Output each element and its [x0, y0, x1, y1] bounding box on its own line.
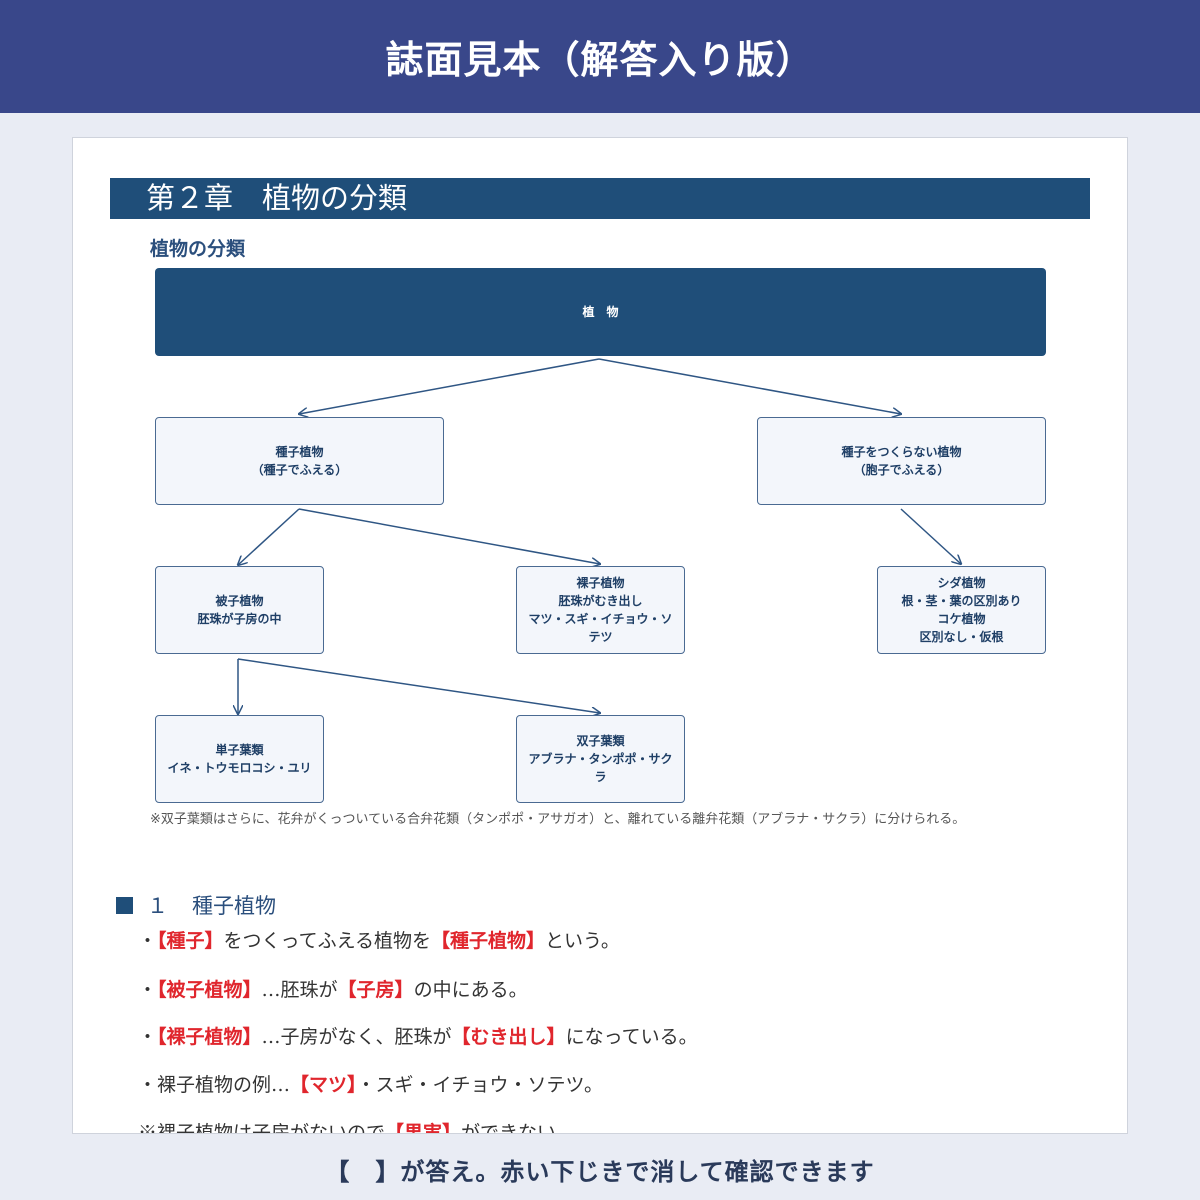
subsection-heading: １ 種子植物 — [116, 890, 276, 920]
diagram-note: ※双子葉類はさらに、花弁がくっついている合弁花類（タンポポ・アサガオ）と、離れて… — [150, 812, 966, 827]
node-angiosperms: 被子植物 胚珠が子房の中 — [155, 566, 324, 654]
answer-text: 【子房】 — [337, 979, 414, 1001]
arrow-angio-dicot — [237, 658, 600, 713]
bullet-line: ※裸子植物は子房がないので【果実】ができない。 — [138, 1118, 576, 1134]
answer-text: 【裸子植物】 — [157, 1026, 262, 1048]
node-monocots: 単子葉類 イネ・トウモロコシ・ユリ — [155, 715, 324, 803]
node-plants: 植 物 — [155, 268, 1046, 356]
banner-title: 誌面見本（解答入り版） — [385, 38, 815, 82]
arrow-root-seed — [299, 358, 600, 414]
subsection-title: 種子植物 — [192, 894, 276, 918]
answer-text: 【果実】 — [385, 1122, 462, 1134]
sample-page: 第２章 植物の分類 植物の分類 植 物 種子植物 （種子でふえる） 種子をつくら… — [72, 137, 1128, 1134]
bullet-text: ができない。 — [461, 1122, 576, 1134]
node-ferns-mosses: シダ植物 根・茎・葉の区別あり コケ植物 区別なし・仮根 — [877, 566, 1046, 654]
node-gymnosperms: 裸子植物 胚珠がむき出し マツ・スギ・イチョウ・ソ テツ — [516, 566, 685, 654]
bullet-text: という。 — [545, 930, 620, 952]
bullet-text: ・ — [138, 979, 158, 1001]
bullet-text: …胚珠が — [261, 979, 338, 1001]
answer-text: 【種子】 — [157, 930, 224, 952]
answer-text: 【種子植物】 — [431, 930, 546, 952]
section-heading: 植物の分類 — [150, 238, 246, 260]
answer-text: 【むき出し】 — [451, 1026, 566, 1048]
bullet-text: になっている。 — [565, 1026, 698, 1048]
bullet-text: ・スギ・イチョウ・ソテツ。 — [356, 1074, 603, 1096]
bullet-text: …子房がなく、胚珠が — [261, 1026, 452, 1048]
subsection-number: １ — [147, 894, 168, 918]
bullet-line: ・【種子】をつくってふえる植物を【種子植物】という。 — [138, 926, 620, 953]
bullet-text: ・ — [138, 930, 158, 952]
node-seed-plants: 種子植物 （種子でふえる） — [155, 417, 444, 505]
bullet-text: ・ — [138, 1026, 158, 1048]
answer-text: 【マツ】 — [290, 1074, 357, 1096]
arrow-root-nonseed — [598, 358, 901, 414]
bullet-line: ・【被子植物】…胚珠が【子房】の中にある。 — [138, 975, 528, 1002]
answer-text: 【被子植物】 — [157, 979, 262, 1001]
arrow-seed-angio — [238, 508, 300, 565]
bullet-text: をつくってふえる植物を — [223, 930, 432, 952]
bullet-text: ・裸子植物の例… — [138, 1074, 291, 1096]
bullet-text: の中にある。 — [413, 979, 528, 1001]
square-icon — [116, 896, 133, 914]
arrow-nonseed-fern — [900, 508, 961, 564]
top-banner: 誌面見本（解答入り版） — [0, 0, 1200, 113]
chapter-title: 第２章 植物の分類 — [110, 178, 1090, 219]
arrow-seed-gymno — [298, 508, 600, 564]
node-non-seed-plants: 種子をつくらない植物 （胞子でふえる） — [757, 417, 1046, 505]
footer-text: 【 】が答え。赤い下じきで消して確認できます — [325, 1157, 875, 1186]
bullet-line: ・裸子植物の例…【マツ】・スギ・イチョウ・ソテツ。 — [138, 1070, 603, 1097]
node-dicots: 双子葉類 アブラナ・タンポポ・サク ラ — [516, 715, 685, 803]
bullet-text: ※裸子植物は子房がないので — [138, 1122, 386, 1134]
bullet-line: ・【裸子植物】…子房がなく、胚珠が【むき出し】になっている。 — [138, 1022, 698, 1049]
classification-connectors — [73, 358, 1127, 838]
footer-banner: 【 】が答え。赤い下じきで消して確認できます — [0, 1138, 1200, 1200]
